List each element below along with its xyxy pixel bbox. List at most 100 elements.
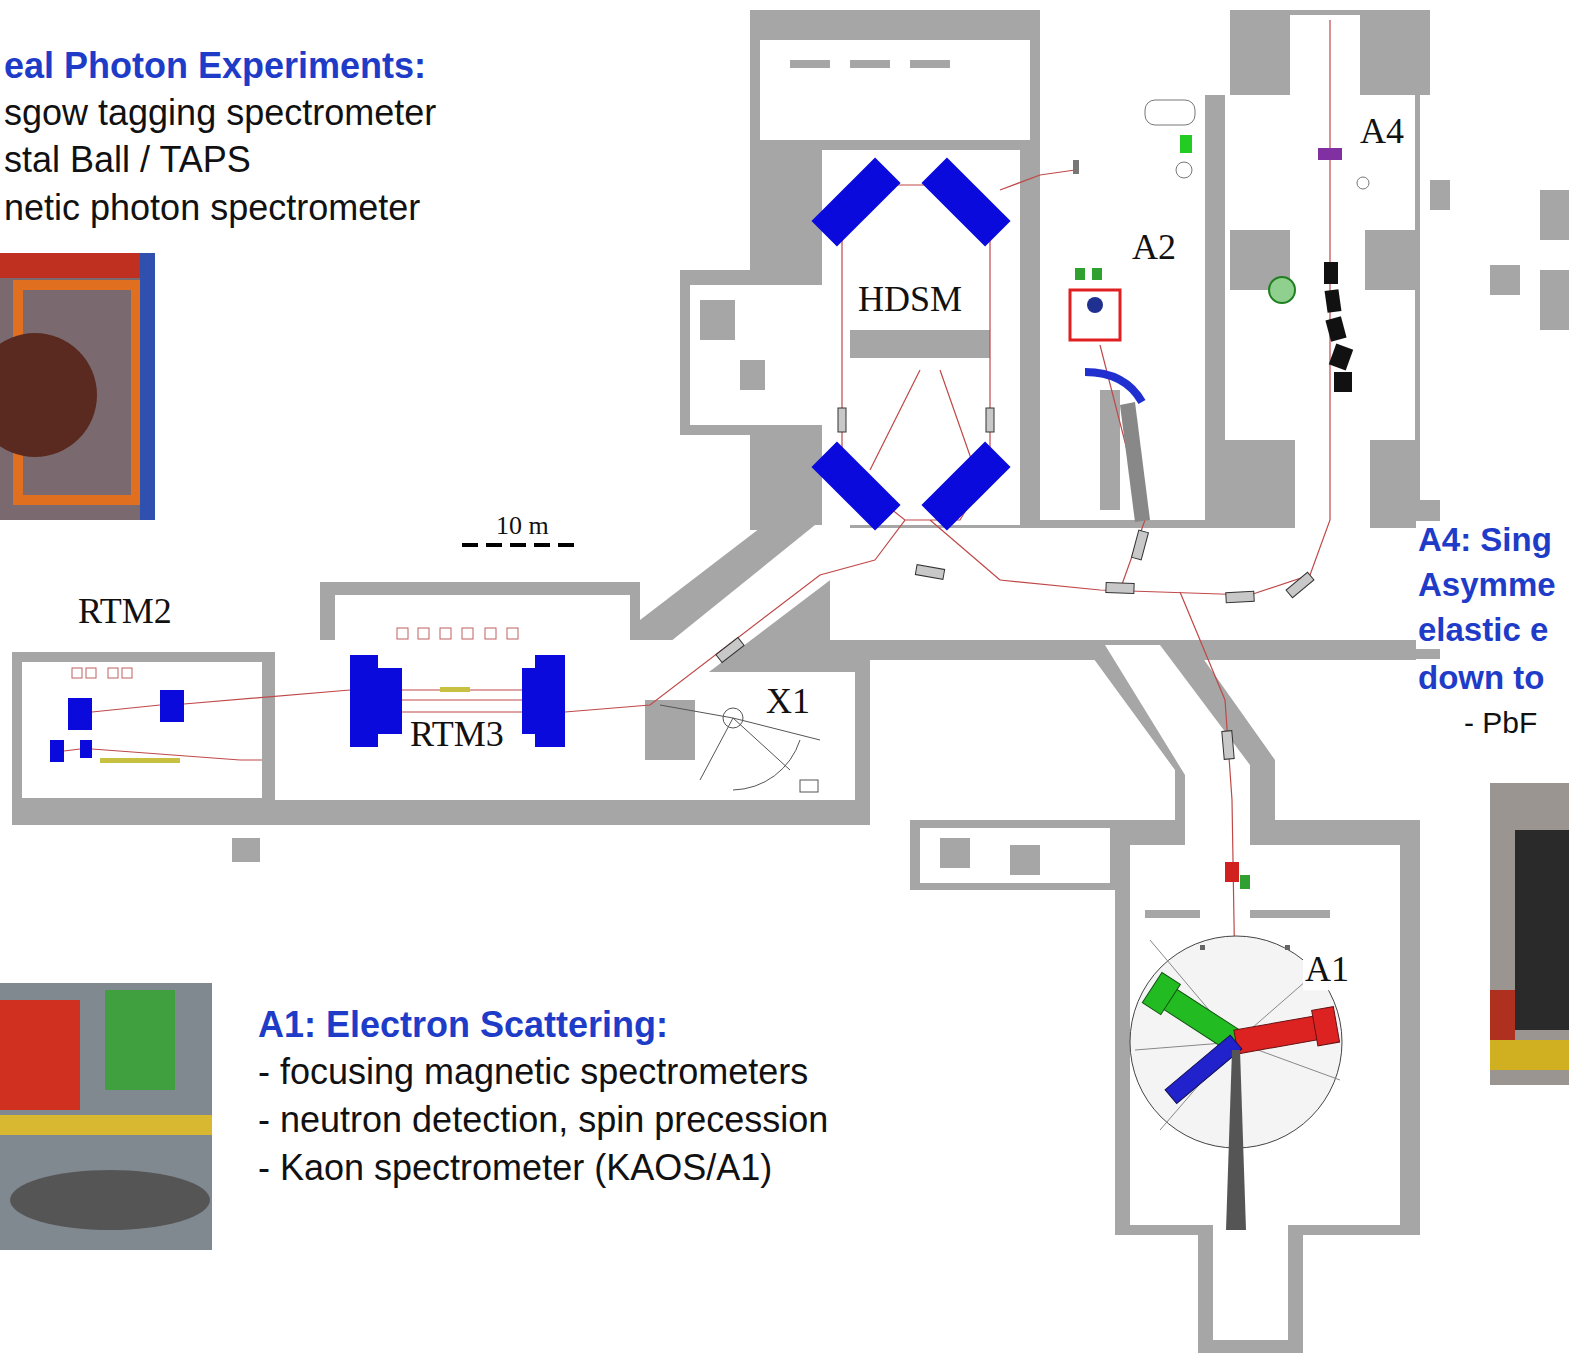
- wall: [645, 700, 695, 760]
- beamline: [64, 690, 350, 760]
- room: [1225, 95, 1415, 440]
- beamline: [1000, 20, 1330, 595]
- photo: [1490, 1040, 1569, 1070]
- cavity-mark: [418, 628, 429, 639]
- rtm-magnet: [535, 655, 565, 747]
- spectrometer-c: [1165, 1035, 1242, 1103]
- section-heading: Asymme: [1416, 566, 1558, 604]
- photo-left-top: [0, 253, 155, 520]
- dipole-magnet: [838, 408, 846, 432]
- photo: [105, 990, 175, 1090]
- wall: [850, 60, 890, 68]
- wall: [910, 820, 1120, 890]
- hall-name: A4: [1358, 111, 1406, 152]
- room: [1295, 430, 1370, 530]
- a2-item: [1180, 135, 1192, 153]
- inner-walls: [645, 60, 1569, 918]
- a4-magnet: [1334, 372, 1352, 392]
- room: [1130, 845, 1400, 1225]
- cavity-mark: [397, 628, 408, 639]
- beamline: [1000, 170, 1075, 190]
- photo: [140, 253, 155, 520]
- wall: [1540, 270, 1569, 330]
- photo: [1490, 783, 1569, 1085]
- photo: [0, 1115, 212, 1135]
- dipole-magnet: [1226, 591, 1254, 602]
- dipole-magnet: [1132, 530, 1149, 560]
- wall: [910, 60, 950, 68]
- hdsm-magnet: [921, 157, 1010, 246]
- accelerator-section: [440, 687, 470, 692]
- room: [920, 828, 1110, 883]
- room: [1290, 15, 1360, 100]
- list-item: - focusing magnetic spectrometers: [258, 1051, 808, 1092]
- section-heading: down to: [1416, 659, 1546, 697]
- room: [760, 40, 1030, 140]
- dipole-magnet: [716, 637, 744, 662]
- room: [690, 285, 822, 425]
- main-magnets: [50, 157, 1011, 762]
- photo: [10, 1170, 210, 1230]
- wall: [232, 838, 260, 862]
- cavity-mark: [108, 668, 118, 678]
- photo: [0, 1000, 80, 1110]
- tagger-focal-plane: [1120, 402, 1150, 522]
- a2-item: [1073, 160, 1079, 174]
- wall: [740, 360, 765, 390]
- tagger-magnet: [1085, 372, 1142, 402]
- rtm-magnet: [160, 690, 184, 722]
- a4-item: [1269, 277, 1295, 303]
- room: [1213, 1225, 1288, 1340]
- cavity-marks: [72, 628, 518, 678]
- a4-target: [1318, 148, 1342, 160]
- hall-name: X1: [764, 681, 812, 722]
- crystal-ball: [1087, 297, 1103, 313]
- rtm-magnet: [350, 655, 378, 747]
- a1-item: [1200, 945, 1205, 950]
- a4-magnet: [1329, 344, 1353, 371]
- hall-name: A1: [1303, 949, 1351, 990]
- dipole-magnet: [915, 565, 944, 580]
- photo: [1515, 830, 1569, 1030]
- photo: [1490, 990, 1515, 1040]
- a2-setup: [1070, 100, 1195, 522]
- hall-name: A2: [1130, 227, 1178, 268]
- section-heading: A1: Electron Scattering:: [258, 1004, 668, 1045]
- a4-item: [1357, 177, 1369, 189]
- photo: [0, 253, 155, 278]
- a1-setup: [1130, 862, 1342, 1230]
- wall: [1010, 845, 1040, 875]
- a1-item: [1240, 875, 1250, 889]
- dipole-magnet: [1286, 572, 1314, 598]
- dipoles: [716, 408, 1314, 759]
- cavity-mark: [485, 628, 496, 639]
- wall: [1490, 265, 1520, 295]
- room: [660, 525, 850, 675]
- cavity-mark: [72, 668, 82, 678]
- cavity-mark: [462, 628, 473, 639]
- a2-item: [1145, 100, 1195, 125]
- hall-name: RTM2: [76, 591, 174, 632]
- wall: [1540, 190, 1569, 240]
- wall: [1100, 390, 1120, 510]
- dipole-magnet: [1106, 583, 1134, 594]
- dipole-magnet: [986, 408, 994, 432]
- section-heading: A4: Sing: [1416, 521, 1554, 559]
- photo-left-bottom: [0, 983, 212, 1250]
- x1-detector: [800, 780, 818, 792]
- a4-magnet: [1325, 289, 1342, 313]
- hdsm-magnet: [811, 441, 900, 530]
- a2-item: [1176, 162, 1192, 178]
- wall: [940, 838, 970, 868]
- a1-item: [1225, 862, 1239, 882]
- list-item: netic photon spectrometer: [4, 187, 420, 228]
- cavity-mark: [122, 668, 132, 678]
- rtm-magnet: [80, 740, 92, 758]
- photo: [0, 333, 97, 457]
- room: [830, 528, 1440, 640]
- room: [335, 595, 630, 645]
- list-item: - PbF: [1462, 706, 1539, 741]
- beamlines: [64, 20, 1330, 1042]
- detector-part: [1075, 268, 1085, 280]
- wall: [790, 60, 830, 68]
